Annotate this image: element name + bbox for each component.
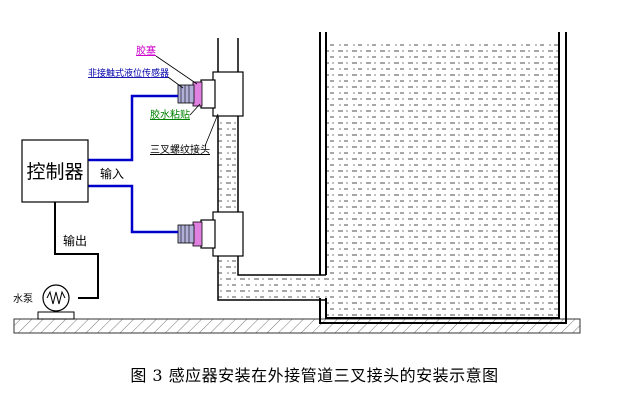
vertical-pipe-water <box>218 120 238 300</box>
input-label: 输入 <box>100 166 124 181</box>
sealant-leader <box>155 55 198 85</box>
sensor-label: 非接触式液位传感器 <box>88 67 169 79</box>
figure-caption: 图 3 感应器安装在外接管道三叉接头的安装示意图 <box>130 366 499 385</box>
tank-water <box>326 43 559 318</box>
pump-base <box>37 311 75 320</box>
sensor-body <box>177 84 195 104</box>
sensor-body <box>177 224 195 244</box>
signal-wire-upper <box>88 94 178 162</box>
tee-joint-label: 三叉螺纹接头 <box>150 143 210 156</box>
sensor-lower <box>177 221 203 247</box>
ground-slab <box>13 318 581 334</box>
pipe-wall <box>217 38 326 301</box>
tee-joint-upper <box>200 71 244 117</box>
horizontal-pipe-water <box>238 275 326 298</box>
pump-motor <box>42 284 70 312</box>
tank-wall <box>319 32 567 324</box>
controller-label: 控制器 <box>26 161 83 183</box>
rubber-pad-leader <box>189 103 201 116</box>
signal-wire-lower <box>88 184 178 234</box>
pump-label: 水泵 <box>13 293 33 305</box>
rubber-pad-label: 胶水粘贴 <box>150 108 190 121</box>
output-label: 输出 <box>63 233 87 248</box>
tee-joint-leader <box>204 113 219 147</box>
sensor-upper <box>177 81 203 107</box>
sealant-label: 胶塞 <box>136 44 156 57</box>
output-wire <box>54 202 99 299</box>
pump-coil-icon <box>46 290 66 305</box>
sensor-leader <box>167 76 184 89</box>
tee-joint-lower <box>200 211 244 257</box>
water-tank <box>319 32 567 324</box>
water-pump: 水泵 <box>13 284 75 320</box>
